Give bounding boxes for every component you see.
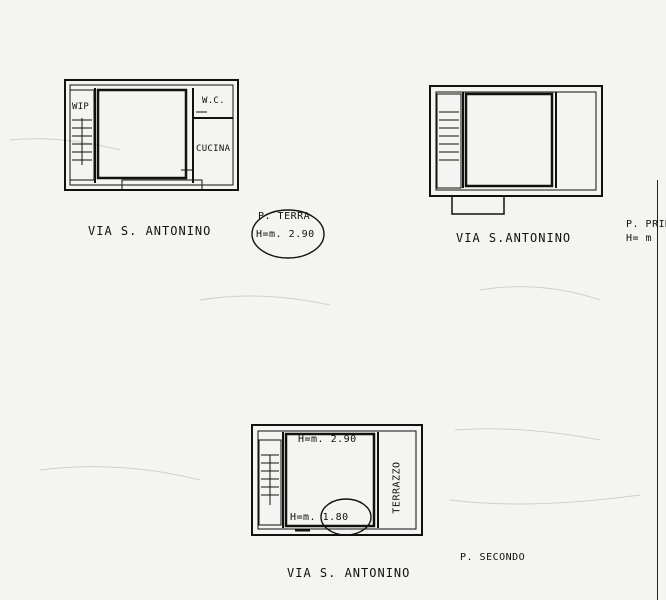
second-inner-wall xyxy=(257,430,417,530)
sheet-edge-line xyxy=(657,180,658,600)
first-outer-wall xyxy=(429,85,603,197)
ground-living-room xyxy=(96,88,188,180)
second-outer-wall xyxy=(251,424,423,536)
second-main-room xyxy=(284,432,376,528)
second-stair-treads xyxy=(261,454,279,505)
first-stair-treads xyxy=(439,111,459,161)
second-height-circle xyxy=(320,498,372,536)
ground-floor-plan xyxy=(64,79,325,259)
second-floor-label: P. SECONDO xyxy=(460,552,526,563)
ground-height-label: H=m. 2.90 xyxy=(256,229,315,240)
second-height-low-label: H=m. 1.80 xyxy=(290,512,349,523)
first-floor-label: P. PRIM xyxy=(626,219,666,230)
ground-street-label: VIA S. ANTONINO xyxy=(88,224,212,238)
ground-wc-label: W.C. xyxy=(202,96,225,106)
ground-height-circle xyxy=(251,209,325,259)
ground-kitchen-label: CUCINA xyxy=(196,144,231,154)
ground-floor-label: P. TERRA xyxy=(258,211,311,222)
first-inner-wall xyxy=(435,91,597,191)
first-street-label: VIA S.ANTONINO xyxy=(456,231,572,245)
second-height-top-label: H=m. 2.90 xyxy=(298,434,357,445)
first-height-label: H= m xyxy=(626,233,653,244)
scan-noise xyxy=(9,138,641,505)
second-floor-plan xyxy=(251,424,423,536)
first-main-room xyxy=(464,92,554,188)
second-stair-zone xyxy=(258,439,282,526)
first-balcony xyxy=(451,195,505,215)
ground-stair-treads xyxy=(72,118,92,165)
ground-stair-label: WIP xyxy=(72,102,90,112)
second-terrace-label: TERRAZZO xyxy=(391,461,403,514)
second-street-label: VIA S. ANTONINO xyxy=(287,566,411,580)
first-stair-zone xyxy=(436,93,462,189)
ground-entry-step xyxy=(121,179,203,191)
first-floor-plan xyxy=(429,85,603,215)
